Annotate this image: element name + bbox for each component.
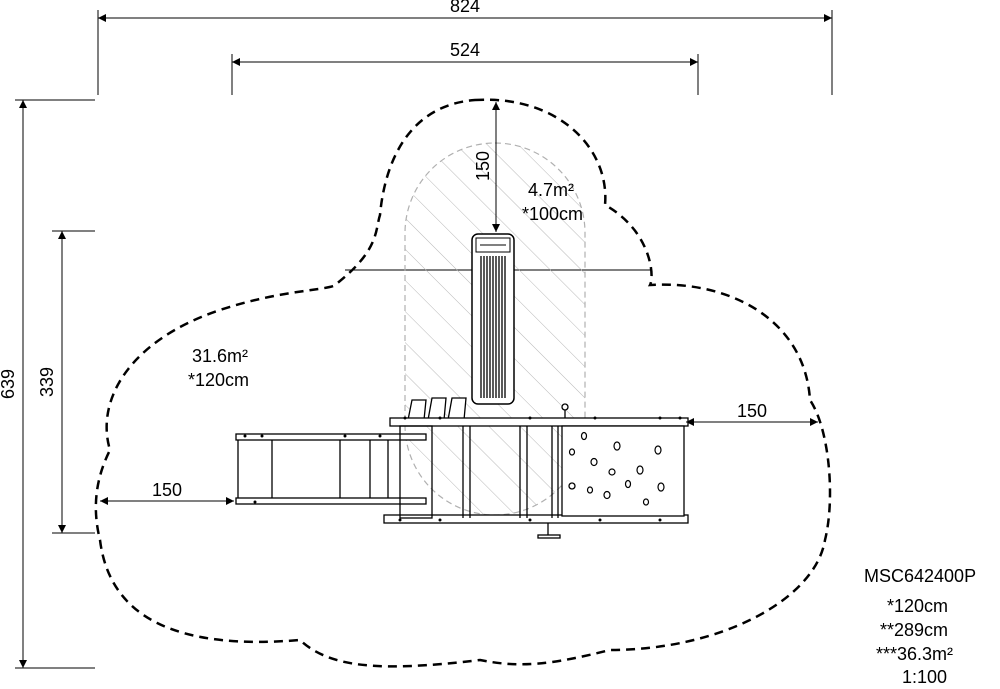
dimension-inner-height bbox=[52, 230, 95, 534]
upper-area-fall-height: *100cm bbox=[522, 204, 583, 224]
legend-free-height: **289cm bbox=[880, 620, 949, 640]
legend-product-code: MSC642400P bbox=[864, 566, 977, 586]
dimension-inner-width bbox=[231, 54, 699, 95]
climbing-holds bbox=[568, 431, 665, 506]
dimension-inner-height-label: 339 bbox=[37, 367, 57, 397]
dimension-left-safety-label: 150 bbox=[152, 480, 182, 500]
legend-scale: 1:100 bbox=[902, 667, 948, 687]
dimension-top-safety-label: 150 bbox=[473, 151, 493, 181]
deck-fixings bbox=[243, 416, 682, 522]
dimension-overall-width-label: 824 bbox=[450, 0, 480, 16]
dimension-inner-width-label: 524 bbox=[450, 40, 480, 60]
slide-ramp bbox=[237, 437, 389, 501]
dimension-right-safety-label: 150 bbox=[737, 401, 767, 421]
main-area-fall-height: *120cm bbox=[188, 370, 249, 390]
dimension-overall-height-label: 639 bbox=[0, 369, 18, 399]
play-structure bbox=[235, 397, 689, 539]
climbing-wall bbox=[561, 425, 685, 517]
main-deck bbox=[389, 417, 689, 427]
tower-element bbox=[471, 233, 515, 405]
legend-fall-height: *120cm bbox=[887, 596, 949, 616]
upper-area-value: 4.7m² bbox=[528, 180, 574, 200]
main-area-value: 31.6m² bbox=[192, 346, 248, 366]
legend-total-area: ***36.3m² bbox=[876, 644, 954, 664]
dimension-overall-width bbox=[97, 10, 833, 95]
dimension-overall-height bbox=[15, 99, 95, 669]
